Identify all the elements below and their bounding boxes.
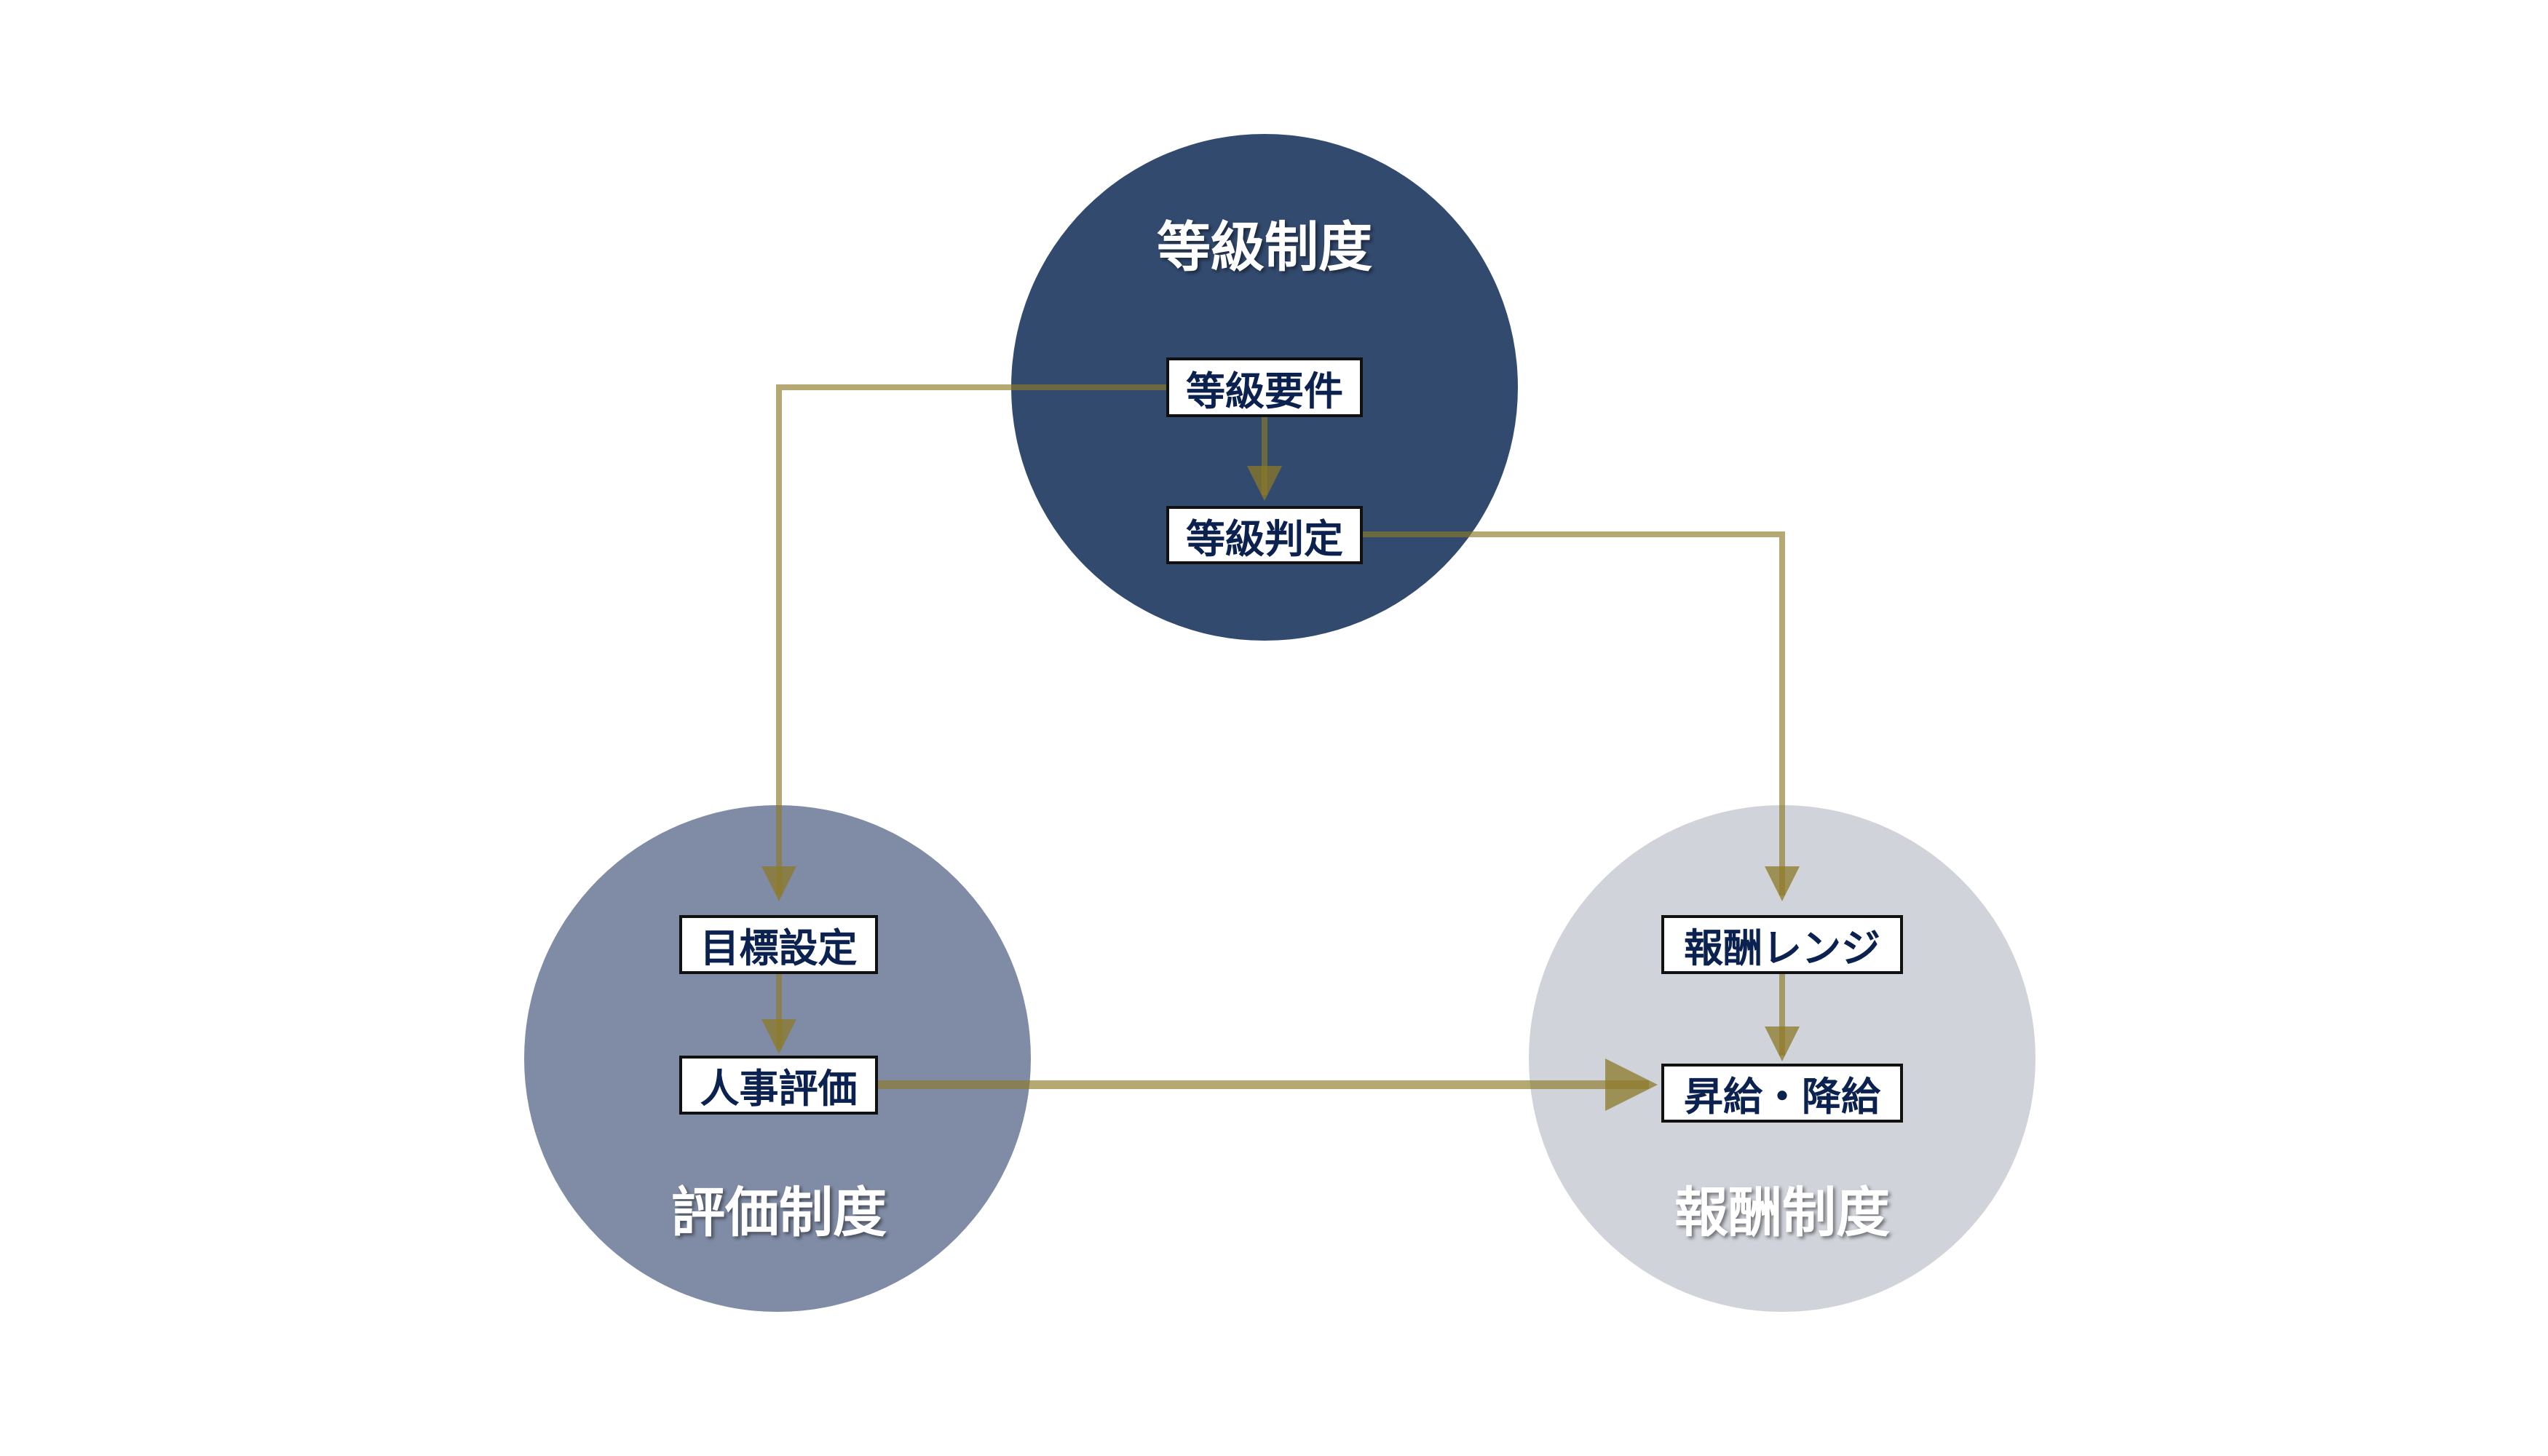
goal-setting-box: 目標設定	[679, 915, 878, 974]
evaluation-system-title: 評価制度	[671, 1182, 887, 1244]
personnel-evaluation-box: 人事評価	[679, 1056, 878, 1115]
arrow-judgement-to-pay-range	[1362, 531, 1800, 901]
raise-reduction-box: 昇給・降給	[1661, 1064, 1903, 1123]
compensation-system-title: 報酬制度	[1674, 1182, 1890, 1244]
pay-range-box: 報酬レンジ	[1661, 915, 1903, 974]
grade-system-title: 等級制度	[1157, 216, 1372, 279]
arrow-requirements-to-goal-setting	[761, 384, 1166, 901]
grade-judgement-box: 等級判定	[1166, 506, 1363, 564]
grade-requirements-box: 等級要件	[1166, 357, 1363, 417]
